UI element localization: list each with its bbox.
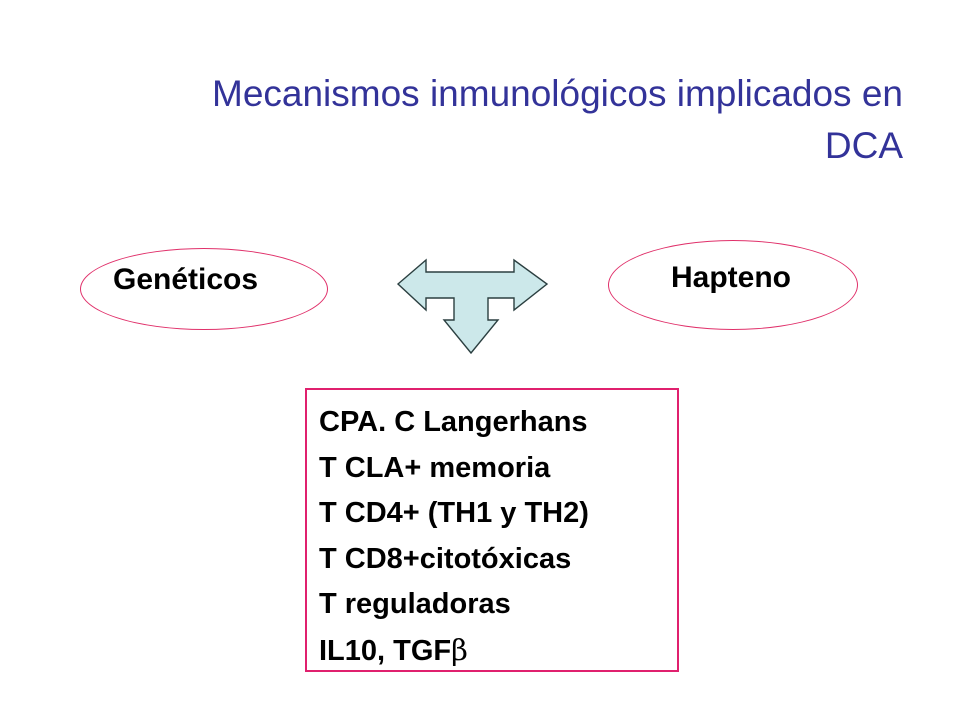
- hapten-label: Hapteno: [671, 261, 791, 294]
- three-way-arrow-icon: [396, 258, 549, 355]
- three-way-arrow-shape: [396, 258, 549, 355]
- slide-title: Mecanismos inmunológicos implicados en D…: [60, 68, 903, 172]
- mechanism-item-cytokines: IL10, TGFβ: [319, 628, 677, 675]
- genetic-label: Genéticos: [113, 263, 259, 296]
- slide-title-line-2: DCA: [824, 125, 903, 166]
- mechanism-item: T CD4+ (TH1 y TH2): [319, 497, 589, 529]
- mechanism-item: T CD8+citotóxicas: [319, 542, 572, 575]
- mechanisms-box: CPA. C Langerhans T CLA+ memoria T CD4+ …: [305, 388, 679, 672]
- mechanism-item: T reguladoras: [319, 588, 511, 620]
- mechanism-item: CPA. C Langerhans: [319, 406, 588, 438]
- beta-symbol: β: [451, 632, 468, 667]
- hapten-ellipse: [608, 240, 858, 330]
- slide-title-line-1: Mecanismos inmunológicos implicados en: [212, 73, 903, 114]
- mechanism-item: T CLA+ memoria: [319, 451, 551, 484]
- genetic-ellipse: [80, 248, 328, 330]
- cytokines-text: IL10, TGF: [319, 634, 452, 667]
